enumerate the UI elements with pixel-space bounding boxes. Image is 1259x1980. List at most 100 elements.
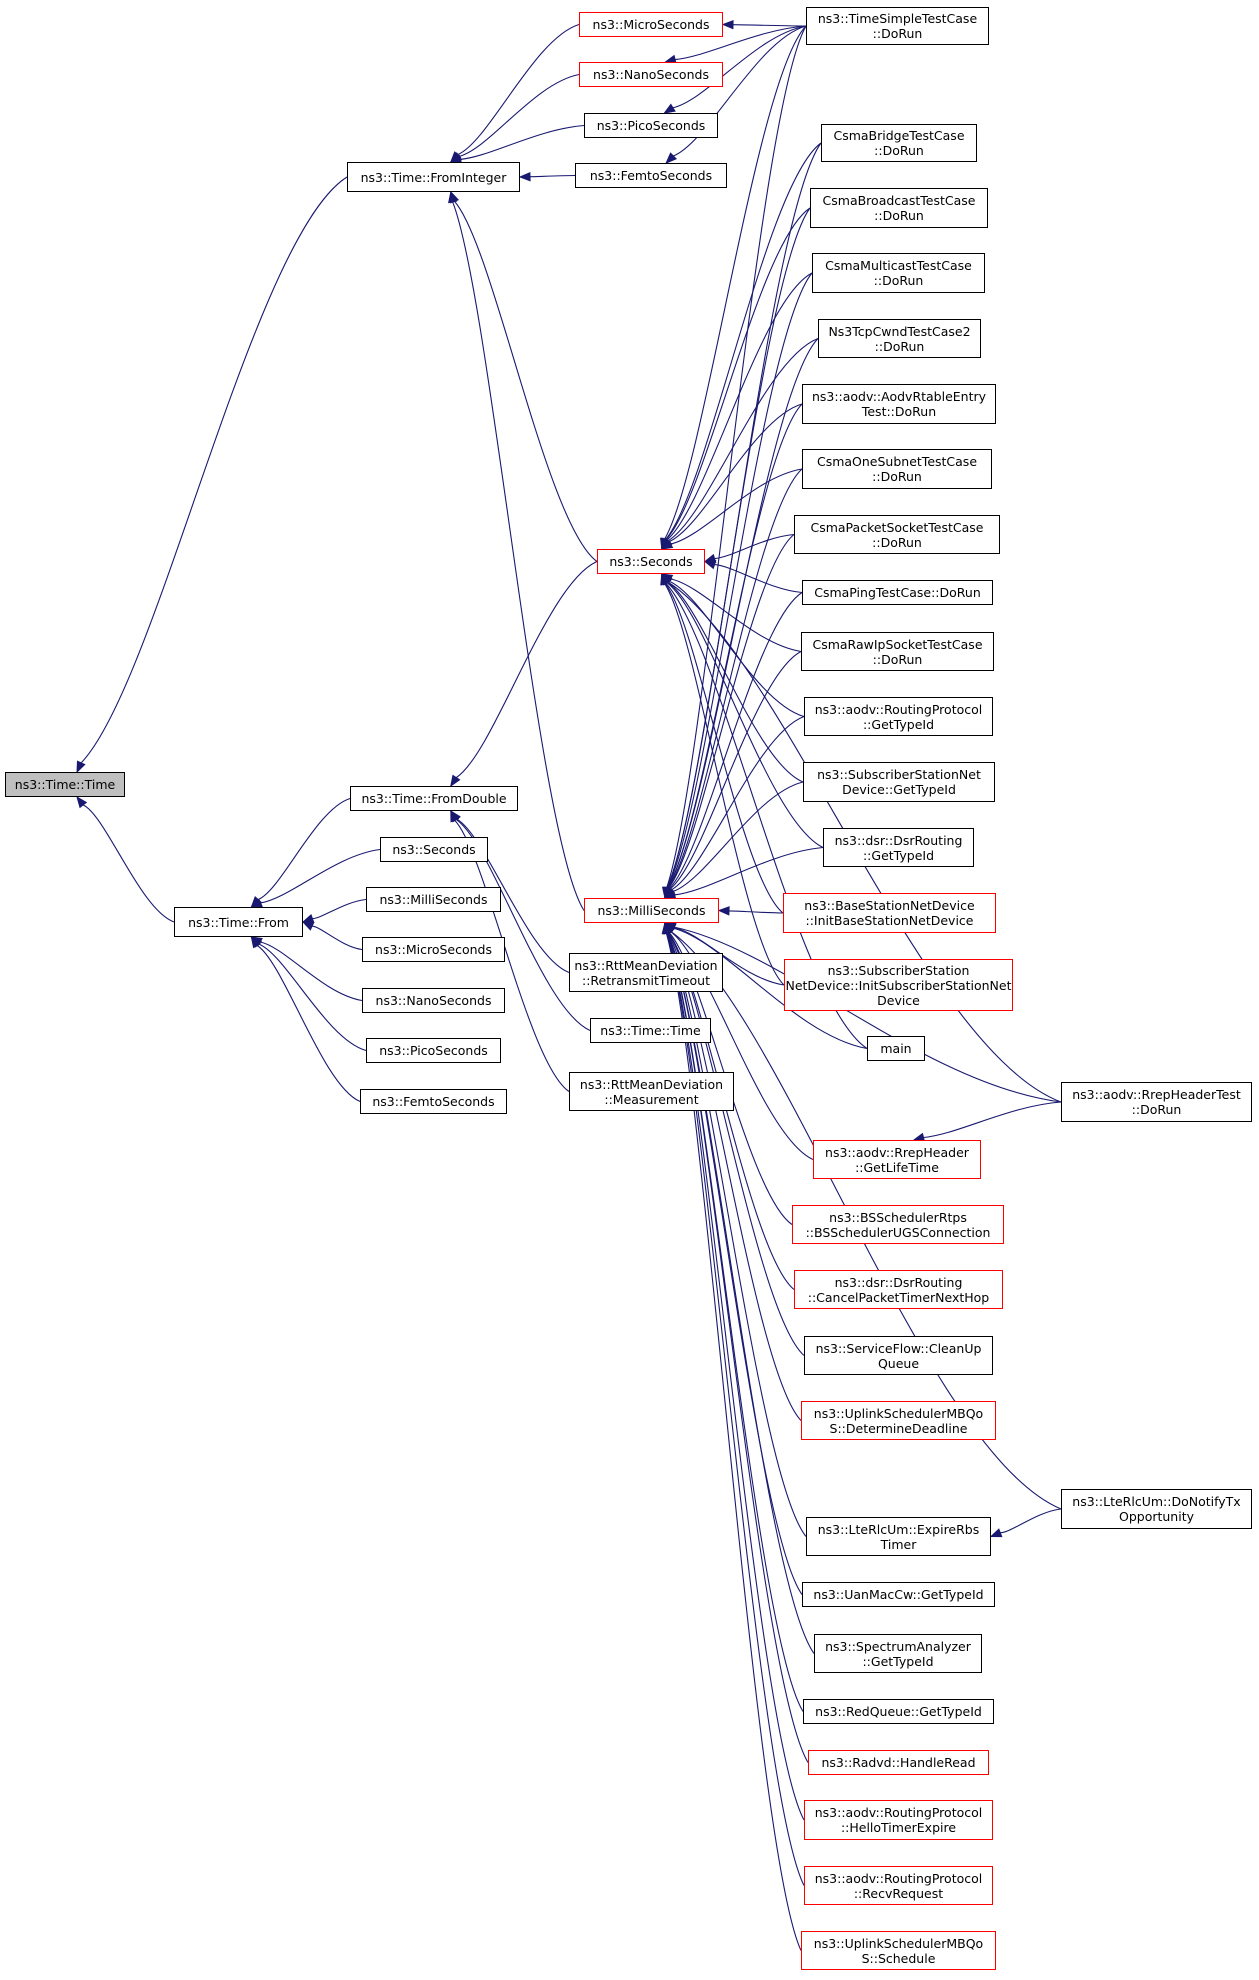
edge-nanoSec1-to-fromInteger (458, 73, 580, 157)
node-label-line: ns3::NanoSeconds (593, 67, 709, 82)
node-rttRetrans[interactable]: ns3::RttMeanDeviation::RetransmitTimeout (569, 953, 723, 992)
node-label-line: ::DoRun (1131, 1102, 1182, 1117)
node-aodvRoutingGetTypeId[interactable]: ns3::aodv::RoutingProtocol::GetTypeId (804, 697, 993, 736)
node-timeSimple[interactable]: ns3::TimeSimpleTestCase::DoRun (806, 7, 989, 45)
node-csmaMulticast[interactable]: CsmaMulticastTestCase::DoRun (812, 253, 985, 293)
node-label-line: ns3::Time::FromInteger (360, 169, 507, 185)
node-label-line: ns3::RttMeanDeviation (579, 1076, 724, 1092)
node-root[interactable]: ns3::Time::Time (5, 772, 125, 797)
edge-ssInit-to-milli (673, 927, 785, 986)
edge-aodvHello-to-milli (666, 932, 805, 1821)
node-nano2[interactable]: ns3::NanoSeconds (362, 988, 505, 1013)
edge-seconds-to-fromInteger (454, 200, 598, 562)
edge-fromInteger-to-root (80, 176, 348, 764)
node-label-line: ::GetLifeTime (855, 1159, 939, 1175)
edge-seconds2-to-timeFrom (260, 848, 381, 904)
node-label-line: ::DoRun (874, 338, 925, 354)
node-csmaBroadcast[interactable]: CsmaBroadcastTestCase::DoRun (810, 188, 988, 228)
arrowhead (450, 809, 460, 823)
edge-csmaOneSubnet-to-milli (667, 468, 803, 889)
node-dsrGetTypeId[interactable]: ns3::dsr::DsrRouting::GetTypeId (823, 828, 974, 867)
node-csmaRawIp[interactable]: CsmaRawIpSocketTestCase::DoRun (801, 632, 994, 671)
edge-main-to-milli (673, 927, 868, 1050)
node-fromInteger[interactable]: ns3::Time::FromInteger (347, 162, 520, 192)
arrowhead (518, 171, 531, 182)
edge-dsrGetTypeId-to-seconds (666, 582, 824, 848)
node-label-line: ns3::dsr::DsrRouting (834, 832, 963, 848)
node-uanMac[interactable]: ns3::UanMacCw::GetTypeId (802, 1582, 995, 1607)
node-main[interactable]: main (867, 1036, 925, 1061)
node-fromDouble[interactable]: ns3::Time::FromDouble (350, 786, 518, 811)
node-label-line: ::DoRun (874, 208, 924, 223)
node-rrepLife[interactable]: ns3::aodv::RrepHeader::GetLifeTime (813, 1140, 981, 1179)
node-spectrum[interactable]: ns3::SpectrumAnalyzer::GetTypeId (814, 1634, 982, 1673)
edge-csmaBroadcast-to-milli (666, 207, 811, 889)
node-aodvRecv[interactable]: ns3::aodv::RoutingProtocol::RecvRequest (804, 1866, 993, 1905)
arrowhead (663, 103, 676, 114)
arrowhead (301, 921, 315, 931)
node-timeTime2[interactable]: ns3::Time::Time (590, 1018, 711, 1043)
node-rttMeasure[interactable]: ns3::RttMeanDeviation::Measurement (569, 1072, 734, 1111)
node-label-line: ns3::PicoSeconds (596, 118, 706, 133)
edge-redQueue-to-milli (666, 932, 804, 1712)
node-csmaPacketSocket[interactable]: CsmaPacketSocketTestCase::DoRun (794, 515, 1000, 554)
arrowhead (703, 560, 717, 570)
node-label-line: ::GetTypeId (862, 1653, 934, 1669)
node-aodvHello[interactable]: ns3::aodv::RoutingProtocol::HelloTimerEx… (804, 1800, 993, 1840)
node-redQueue[interactable]: ns3::RedQueue::GetTypeId (803, 1699, 994, 1724)
edge-csmaBroadcast-to-seconds (665, 207, 811, 541)
node-label-line: ns3::LteRlcUm::DoNotifyTx (1072, 1494, 1241, 1509)
node-ns3TcpCwnd[interactable]: Ns3TcpCwndTestCase2::DoRun (818, 319, 981, 358)
node-bsInit[interactable]: ns3::BaseStationNetDevice::InitBaseStati… (783, 893, 996, 933)
node-label-line: ns3::Time::Time (600, 1023, 701, 1038)
node-label-line: ::BSSchedulerUGSConnection (805, 1224, 991, 1240)
node-timeFrom[interactable]: ns3::Time::From (174, 907, 303, 937)
node-milli[interactable]: ns3::MilliSeconds (584, 898, 719, 923)
edge-csmaRawIp-to-seconds (670, 578, 802, 653)
node-rrepTest[interactable]: ns3::aodv::RrepHeaderTest::DoRun (1061, 1082, 1252, 1122)
node-label-line: ns3::ServiceFlow::CleanUp (815, 1340, 982, 1356)
node-bsScheduler[interactable]: ns3::BSSchedulerRtps::BSSchedulerUGSConn… (792, 1205, 1004, 1244)
node-seconds[interactable]: ns3::Seconds (597, 549, 705, 574)
node-seconds2[interactable]: ns3::Seconds (380, 837, 488, 862)
edge-csmaPacketSocket-to-milli (667, 534, 795, 889)
node-dsrCancel[interactable]: ns3::dsr::DsrRouting::CancelPacketTimerN… (794, 1270, 1003, 1309)
node-label-line: Timer (880, 1536, 917, 1552)
node-label-line: ns3::SubscriberStation (827, 962, 970, 978)
node-femtoSec1[interactable]: ns3::FemtoSeconds (575, 163, 727, 188)
node-milli2[interactable]: ns3::MilliSeconds (366, 887, 501, 912)
node-csmaPing[interactable]: CsmaPingTestCase::DoRun (802, 580, 993, 605)
node-csmaBridge[interactable]: CsmaBridgeTestCase::DoRun (821, 124, 977, 162)
edge-timeSimple-to-seconds (663, 25, 807, 540)
node-nanoSec1[interactable]: ns3::NanoSeconds (579, 62, 723, 87)
node-label-line: Ns3TcpCwndTestCase2 (828, 323, 971, 339)
node-picoSec1[interactable]: ns3::PicoSeconds (584, 113, 718, 138)
arrowhead (989, 1528, 1003, 1538)
node-microSec1[interactable]: ns3::MicroSeconds (579, 12, 723, 37)
node-label-line: CsmaPacketSocketTestCase (810, 519, 984, 535)
node-csmaOneSubnet[interactable]: CsmaOneSubnetTestCase::DoRun (802, 449, 992, 489)
edge-rrepLife-to-milli (669, 931, 814, 1160)
node-label-line: ::RetransmitTimeout (582, 972, 710, 988)
edge-timeSimple-to-milli (666, 25, 807, 889)
edge-timeFrom-to-root (82, 804, 175, 923)
node-radvd[interactable]: ns3::Radvd::HandleRead (808, 1750, 989, 1775)
arrowhead (661, 921, 672, 935)
node-label-line: ns3::NanoSeconds (375, 993, 492, 1008)
node-femto2[interactable]: ns3::FemtoSeconds (360, 1089, 507, 1114)
arrowhead (665, 152, 678, 164)
edge-main-to-seconds (665, 582, 868, 1049)
edge-csmaMulticast-to-milli (666, 272, 813, 889)
node-pico2[interactable]: ns3::PicoSeconds (366, 1038, 501, 1063)
edge-csmaPing-to-milli (668, 592, 803, 890)
edge-csmaMulticast-to-seconds (666, 272, 813, 541)
node-micro2[interactable]: ns3::MicroSeconds (362, 937, 505, 962)
